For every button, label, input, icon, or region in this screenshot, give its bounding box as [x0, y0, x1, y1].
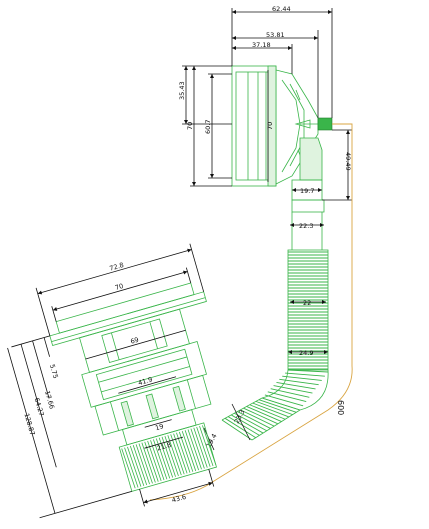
bottom-drain-assembly — [49, 282, 217, 492]
hose-rib — [279, 378, 319, 386]
hose-rib — [196, 426, 211, 467]
hose-rib — [221, 419, 253, 441]
hose-rib — [199, 426, 214, 467]
top-dimensions: 62.44 53.81 37.18 35.43 70 60.7 70 — [178, 5, 352, 230]
dim-22: 22 — [303, 299, 311, 307]
hose-rib — [237, 411, 271, 429]
hose-rib — [258, 399, 297, 413]
hose-rib — [285, 372, 325, 377]
hose-rib — [153, 439, 168, 480]
hose-rib — [121, 448, 136, 489]
dim-64-27: 64.27 — [33, 397, 46, 417]
hose-rib — [138, 443, 153, 484]
hose-rib — [124, 447, 139, 488]
hose-rib — [161, 436, 176, 477]
hose-rib — [261, 397, 301, 411]
hose-rib — [164, 435, 179, 477]
dim-49-49: 49.49 — [344, 152, 352, 171]
dim-21-8: 21.8 — [156, 441, 172, 453]
flange-top — [55, 282, 195, 334]
dim-70-right: 70 — [266, 122, 274, 130]
hose-rib — [135, 444, 150, 485]
dim-72-8: 72.8 — [109, 261, 125, 273]
dim-600: 600 — [336, 400, 345, 415]
hose-rib — [282, 375, 322, 381]
hose-rib — [187, 429, 202, 470]
dim-22-3: 22.3 — [299, 222, 313, 230]
top-cap-assembly — [231, 65, 333, 250]
dim-17-66: 17.66 — [43, 390, 56, 410]
dim-41-9: 41.9 — [137, 376, 153, 388]
hose-rib — [181, 430, 197, 472]
hose-rib — [129, 445, 145, 486]
hose-rib — [173, 433, 188, 474]
dim-60-7: 60.7 — [204, 120, 212, 134]
dim-19-7: 19.7 — [300, 187, 314, 195]
hose-rib — [170, 434, 185, 475]
hose-rib — [276, 382, 316, 390]
hose-rib — [178, 431, 194, 472]
hose-rib — [150, 440, 165, 481]
release-cable: 600 — [149, 123, 353, 501]
hose-rib — [184, 430, 199, 471]
dim-53-81: 53.81 — [266, 31, 285, 39]
hose-rib — [234, 412, 267, 432]
dim-69: 69 — [130, 336, 140, 346]
dim-62-44: 62.44 — [272, 5, 291, 13]
hose-rib — [243, 407, 279, 425]
hose-rib — [190, 428, 205, 469]
hose-rib — [141, 442, 156, 483]
hose-rib — [270, 388, 310, 398]
hose-rib — [132, 445, 148, 486]
hose-rib — [224, 417, 256, 439]
dim-70-bottom: 70 — [114, 282, 124, 292]
hose-rib — [167, 435, 182, 476]
dim-37-18: 37.18 — [252, 41, 271, 49]
hose-rib — [267, 391, 307, 402]
bottom-dimensions: 72.8 70 69 41.9 19 21.8 43.6 5.75 17.66 — [7, 243, 215, 519]
hose-dimensions: 22 24.9 23.3 19.4 — [203, 299, 328, 451]
hose-rib — [255, 400, 293, 416]
cable-exit-knob — [317, 117, 333, 131]
hose-rib — [144, 441, 159, 482]
hose-rib — [147, 440, 162, 481]
hose-rib — [273, 385, 313, 394]
hose-rib — [193, 427, 208, 468]
hose-rib — [158, 437, 174, 478]
hose-rib — [127, 446, 142, 487]
hose-rib — [155, 438, 171, 479]
hose-rib — [252, 402, 290, 418]
hose-rib — [246, 406, 282, 422]
hose-rib — [240, 409, 275, 427]
dim-24-9: 24.9 — [299, 349, 313, 357]
hose-rib — [176, 432, 191, 473]
hose-rib — [264, 394, 304, 407]
hose-rib — [287, 369, 329, 373]
dim-5-75: 5.75 — [48, 363, 60, 379]
hose-rib — [249, 404, 286, 420]
hose-rib — [231, 414, 264, 434]
corrugated-hose — [221, 249, 329, 441]
hose-rib — [227, 416, 260, 436]
dim-19: 19 — [154, 422, 164, 432]
dim-128-87: 128.87 — [22, 412, 36, 436]
dim-70-left: 70 — [186, 122, 194, 130]
dim-35-43: 35.43 — [178, 81, 186, 100]
hose-rib — [202, 425, 217, 466]
dim-43-6: 43.6 — [171, 493, 187, 505]
